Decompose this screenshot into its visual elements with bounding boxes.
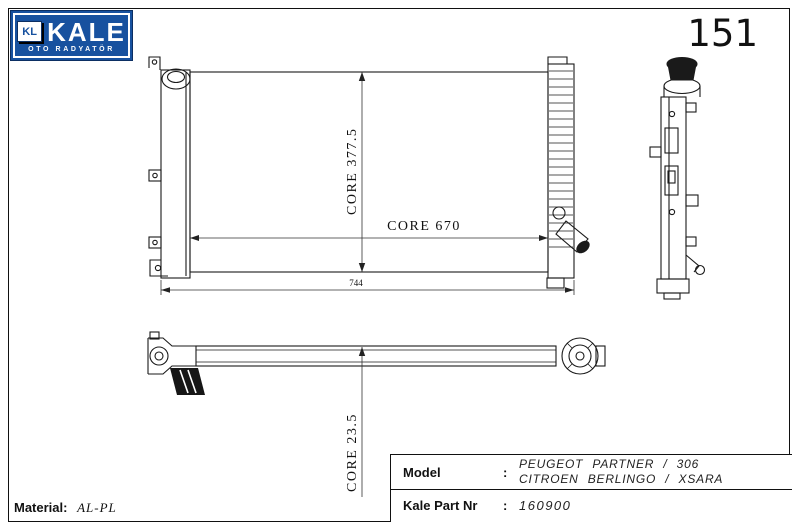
bottom-view — [147, 331, 606, 395]
side-view — [649, 56, 706, 300]
model-values: PEUGEOT PARTNER / 306 CITROEN BERLINGO /… — [519, 457, 723, 487]
dimension-core-depth: CORE 23.5 — [345, 347, 366, 497]
logo-subtitle: OTO RADYATÖR — [28, 45, 115, 53]
dimension-core-height: CORE 377.5 — [345, 72, 366, 272]
material-value: AL-PL — [77, 500, 117, 515]
model-label: Model — [403, 464, 441, 480]
logo-inner-border: KL KALE OTO RADYATÖR — [13, 13, 130, 58]
part-label: Kale Part Nr — [403, 498, 478, 513]
dimension-overall-width: 744 — [160, 278, 575, 295]
dim-core-depth-label: CORE 23.5 — [345, 413, 360, 492]
dim-core-width-label: CORE 670 — [387, 219, 461, 234]
model-colon: : — [503, 464, 508, 480]
kale-logo: KL KALE OTO RADYATÖR — [10, 10, 133, 61]
dimension-core-width: CORE 670 — [190, 219, 548, 241]
kl-monogram-box: KL — [17, 21, 43, 42]
info-table: Model : PEUGEOT PARTNER / 306 CITROEN BE… — [390, 454, 792, 522]
dim-overall-width-label: 744 — [349, 278, 363, 288]
logo-name: KALE — [47, 16, 126, 47]
model-value-line1: PEUGEOT PARTNER / 306 — [519, 457, 700, 471]
part-value: 160900 — [519, 498, 572, 513]
page-number: 151 — [687, 12, 758, 55]
kl-monogram: KL — [22, 25, 37, 38]
front-view — [148, 56, 590, 289]
model-row: Model : PEUGEOT PARTNER / 306 CITROEN BE… — [391, 455, 792, 490]
part-colon: : — [503, 498, 508, 513]
material-note: Material: AL-PL — [14, 500, 117, 516]
model-value-line2: CITROEN BERLINGO / XSARA — [519, 472, 724, 486]
material-label: Material: — [14, 500, 68, 515]
dim-core-height-label: CORE 377.5 — [345, 128, 360, 215]
part-row: Kale Part Nr : 160900 — [391, 490, 792, 521]
